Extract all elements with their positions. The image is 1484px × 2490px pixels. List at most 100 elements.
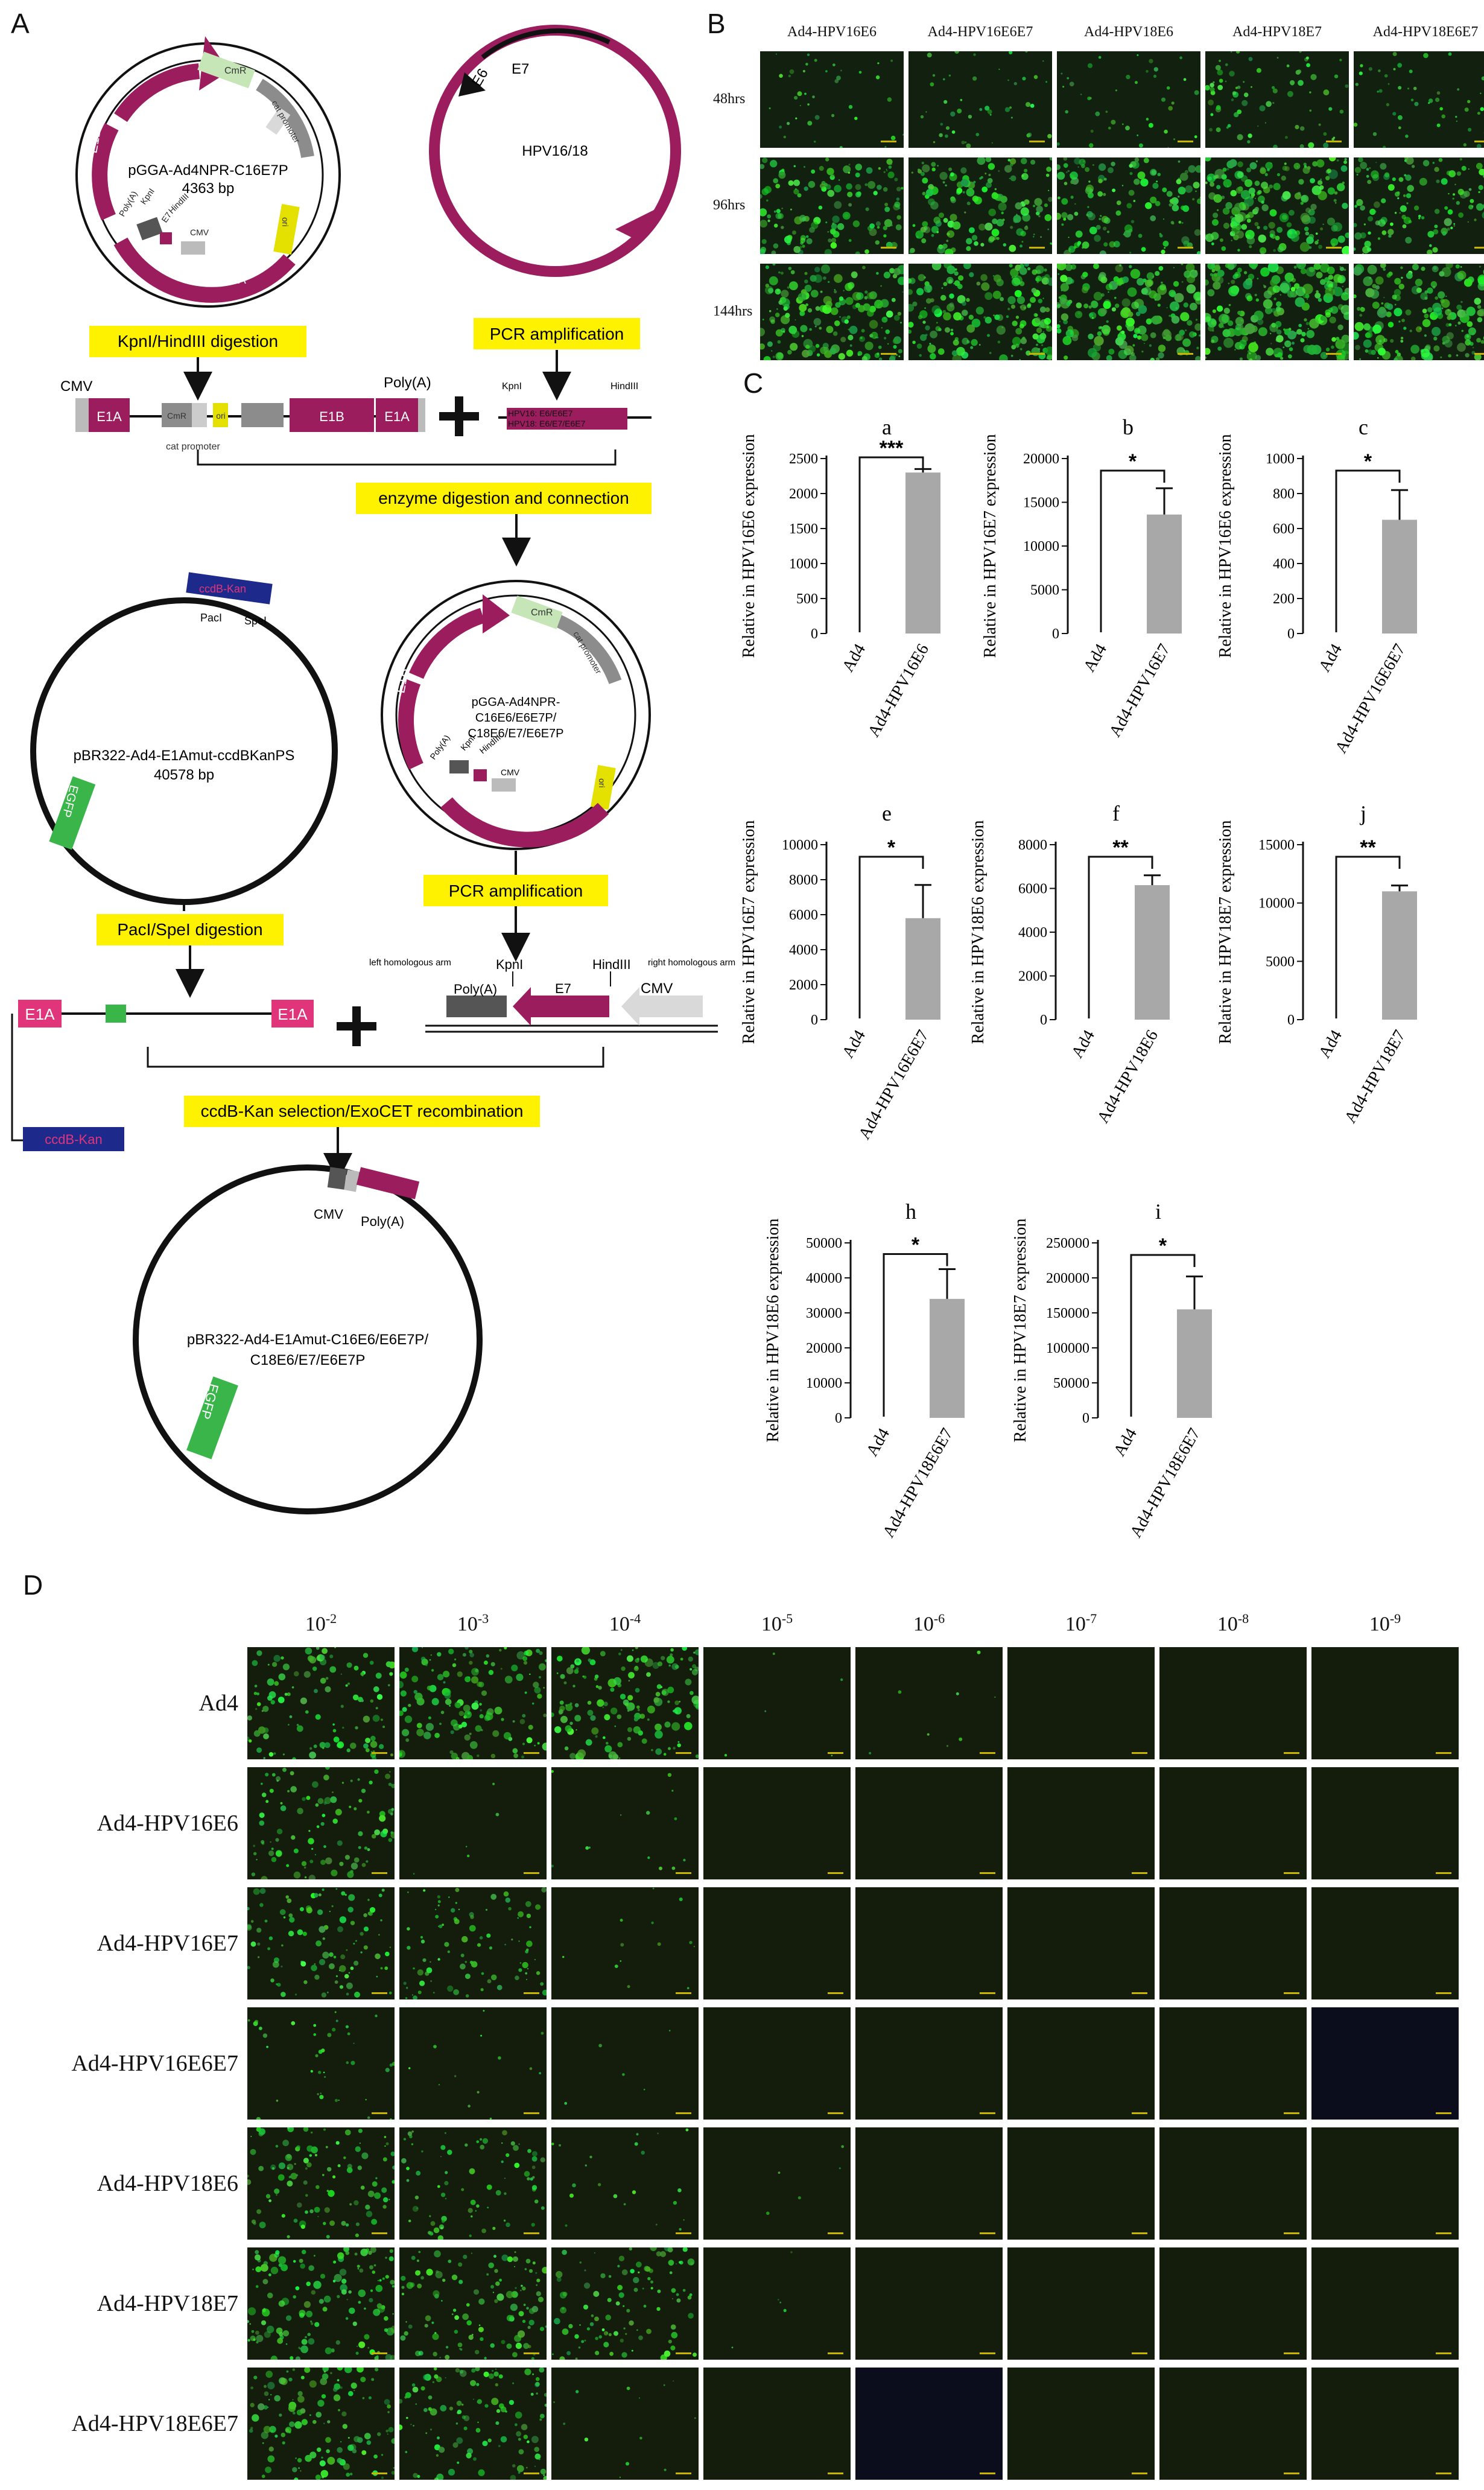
chart-a-ticklabel-0: 0 (811, 626, 818, 642)
micrograph-d-6-6 (1159, 2368, 1307, 2480)
dilution-base: 10 (1065, 1613, 1086, 1636)
micrograph-d-3-6 (1159, 2007, 1307, 2120)
chart-e-bar-1 (905, 918, 940, 1020)
insert-hpv16: HPV16: E6/E6E7 (508, 408, 573, 418)
chart-f-sig: ** (1112, 836, 1129, 859)
chart-e-sig-bracket (858, 856, 924, 1018)
label-e1a: E1A (223, 273, 246, 287)
chart-j-bar-1 (1382, 891, 1417, 1020)
label-cmr-p4: CmR (531, 608, 553, 618)
label-cmv: CMV (190, 227, 209, 237)
chart-e-ticklabel-1: 2000 (789, 977, 818, 993)
dilution-exponent: -2 (325, 1611, 337, 1626)
chart-j-ylabel: Relative in HPV18E7 expression (1216, 821, 1235, 1044)
micrograph-b-2-1 (908, 264, 1052, 360)
chart-a-letter: a (882, 415, 892, 439)
chart-a-xlabel-0: Ad4 (839, 641, 869, 675)
micrograph-d-2-5 (1007, 1887, 1155, 1999)
panel-b-col-1: Ad4-HPV16E6E7 (927, 24, 1033, 40)
homology-cmv: CMV (641, 980, 673, 997)
label-polya-p5: Poly(A) (361, 1214, 404, 1229)
micrograph-d-6-1 (399, 2368, 547, 2480)
micrograph-d-0-5 (1007, 1647, 1155, 1759)
plus-sign-1 (439, 396, 479, 436)
chart-i-xlabel-0: Ad4 (1110, 1425, 1141, 1459)
chart-e-ticklabel-2: 4000 (789, 942, 818, 958)
chart-e-sig: * (887, 836, 896, 859)
panel-d-row-6: Ad4-HPV18E6E7 (71, 2411, 238, 2436)
micrograph-d-3-7 (1311, 2007, 1459, 2120)
linear1-cmr: CmR (167, 411, 186, 421)
chart-i-ticklabel-2: 100000 (1046, 1341, 1089, 1356)
linear-vector-fragment: CMV E1A CmR ori E1B E1A Poly(A) cat prom… (60, 375, 431, 452)
plasmid-pgga-hpv-inserts: E1B CmR cat promoter ori E1A Poly(A) Kpn… (381, 580, 651, 850)
micrograph-d-1-3 (703, 1767, 851, 1879)
dilution-exponent: -7 (1085, 1611, 1097, 1626)
step-paci-spei-digestion: PacI/SpeI digestion (117, 920, 262, 939)
dilution-base: 10 (1217, 1613, 1238, 1636)
chart-h-xlabel-0: Ad4 (863, 1425, 893, 1459)
micrograph-d-5-6 (1159, 2247, 1307, 2360)
linear1-e1a: E1A (97, 409, 122, 424)
micrograph-d-1-0 (247, 1767, 395, 1879)
chart-j-ticklabel-3: 15000 (1258, 837, 1295, 853)
chart-b-sig-bracket (1100, 469, 1165, 632)
panel-letter-d: D (23, 1569, 43, 1601)
linear-backbone-fragment: E1A E1A ccdB-Kan (11, 1000, 314, 1151)
insert-kpni: KpnI (502, 381, 522, 392)
micrograph-d-6-4 (855, 2368, 1003, 2480)
micrograph-d-0-7 (1311, 1647, 1459, 1759)
chart-h-sig-bracket (883, 1253, 948, 1417)
panel-b-col-3: Ad4-HPV18E7 (1232, 24, 1322, 40)
chart-i-ylabel: Relative in HPV18E7 expression (1011, 1219, 1030, 1443)
homology-hindiii: HindIII (592, 957, 631, 972)
panel-letter-b: B (707, 8, 726, 39)
micrograph-b-0-4 (1354, 51, 1484, 148)
panel-d-dilution-6: 10-8 (1159, 1611, 1307, 1636)
chart-b-ticklabel-3: 15000 (1023, 495, 1059, 511)
chart-c-ticklabel-3: 600 (1273, 521, 1295, 537)
micrograph-d-1-7 (1311, 1767, 1459, 1879)
micrograph-b-2-2 (1057, 264, 1200, 360)
micrograph-b-1-2 (1057, 157, 1200, 254)
dilution-base: 10 (305, 1613, 326, 1636)
chart-a-sig: *** (880, 437, 904, 460)
step-enzyme-digestion: enzyme digestion and connection (378, 489, 629, 507)
chart-c-sig-bracket (1335, 469, 1401, 632)
chart-b-ticklabel-0: 0 (1052, 626, 1059, 642)
micrograph-d-3-3 (703, 2007, 851, 2120)
homology-left-arm: left homologous arm (369, 958, 451, 968)
micrograph-b-0-2 (1057, 51, 1200, 148)
micrograph-d-6-5 (1007, 2368, 1155, 2480)
chart-c-letter: c (1359, 415, 1368, 439)
dilution-base: 10 (609, 1613, 630, 1636)
panel-d-row-0: Ad4 (198, 1691, 238, 1716)
step-pcr-amplification-2: PCR amplification (449, 881, 583, 900)
panel-d-row-1: Ad4-HPV16E6 (97, 1811, 238, 1836)
step-pcr-amplification-1: PCR amplification (490, 325, 624, 343)
chart-f-ticklabel-1: 2000 (1018, 969, 1047, 985)
plasmid2-name: HPV16/18 (522, 143, 588, 159)
insert-fragment: KpnI HindIII HPV16: E6/E6E7 HPV18: E6/E7… (498, 381, 652, 430)
panel-d-row-2: Ad4-HPV16E7 (97, 1931, 238, 1956)
chart-i-sig-bracket (1130, 1254, 1196, 1417)
chart-c-ticklabel-5: 1000 (1266, 451, 1295, 467)
plasmid5-name-line2: C18E6/E7/E6E7P (250, 1352, 366, 1368)
micrograph-b-0-3 (1205, 51, 1349, 148)
chart-j-ticklabel-1: 5000 (1266, 954, 1295, 970)
micrograph-d-6-0 (247, 2368, 395, 2480)
micrograph-d-5-5 (1007, 2247, 1155, 2360)
dilution-exponent: -6 (933, 1611, 945, 1626)
micrograph-d-1-2 (551, 1767, 699, 1879)
chart-e-ticklabel-5: 10000 (782, 837, 818, 853)
micrograph-d-6-7 (1311, 2368, 1459, 2480)
chart-a-ticklabel-4: 2000 (789, 486, 818, 502)
chart-e-ticklabel-0: 0 (811, 1012, 818, 1028)
micrograph-d-2-7 (1311, 1887, 1459, 1999)
chart-j-xlabel-0: Ad4 (1315, 1027, 1346, 1061)
chart-i-xlabel-1: Ad4-HPV18E6E7 (1126, 1425, 1204, 1541)
plasmid3-name: pBR322-Ad4-E1Amut-ccdBKanPS (74, 748, 295, 764)
chart-a-ticklabel-3: 1500 (789, 521, 818, 537)
chart-h-ticklabel-1: 10000 (806, 1376, 842, 1391)
